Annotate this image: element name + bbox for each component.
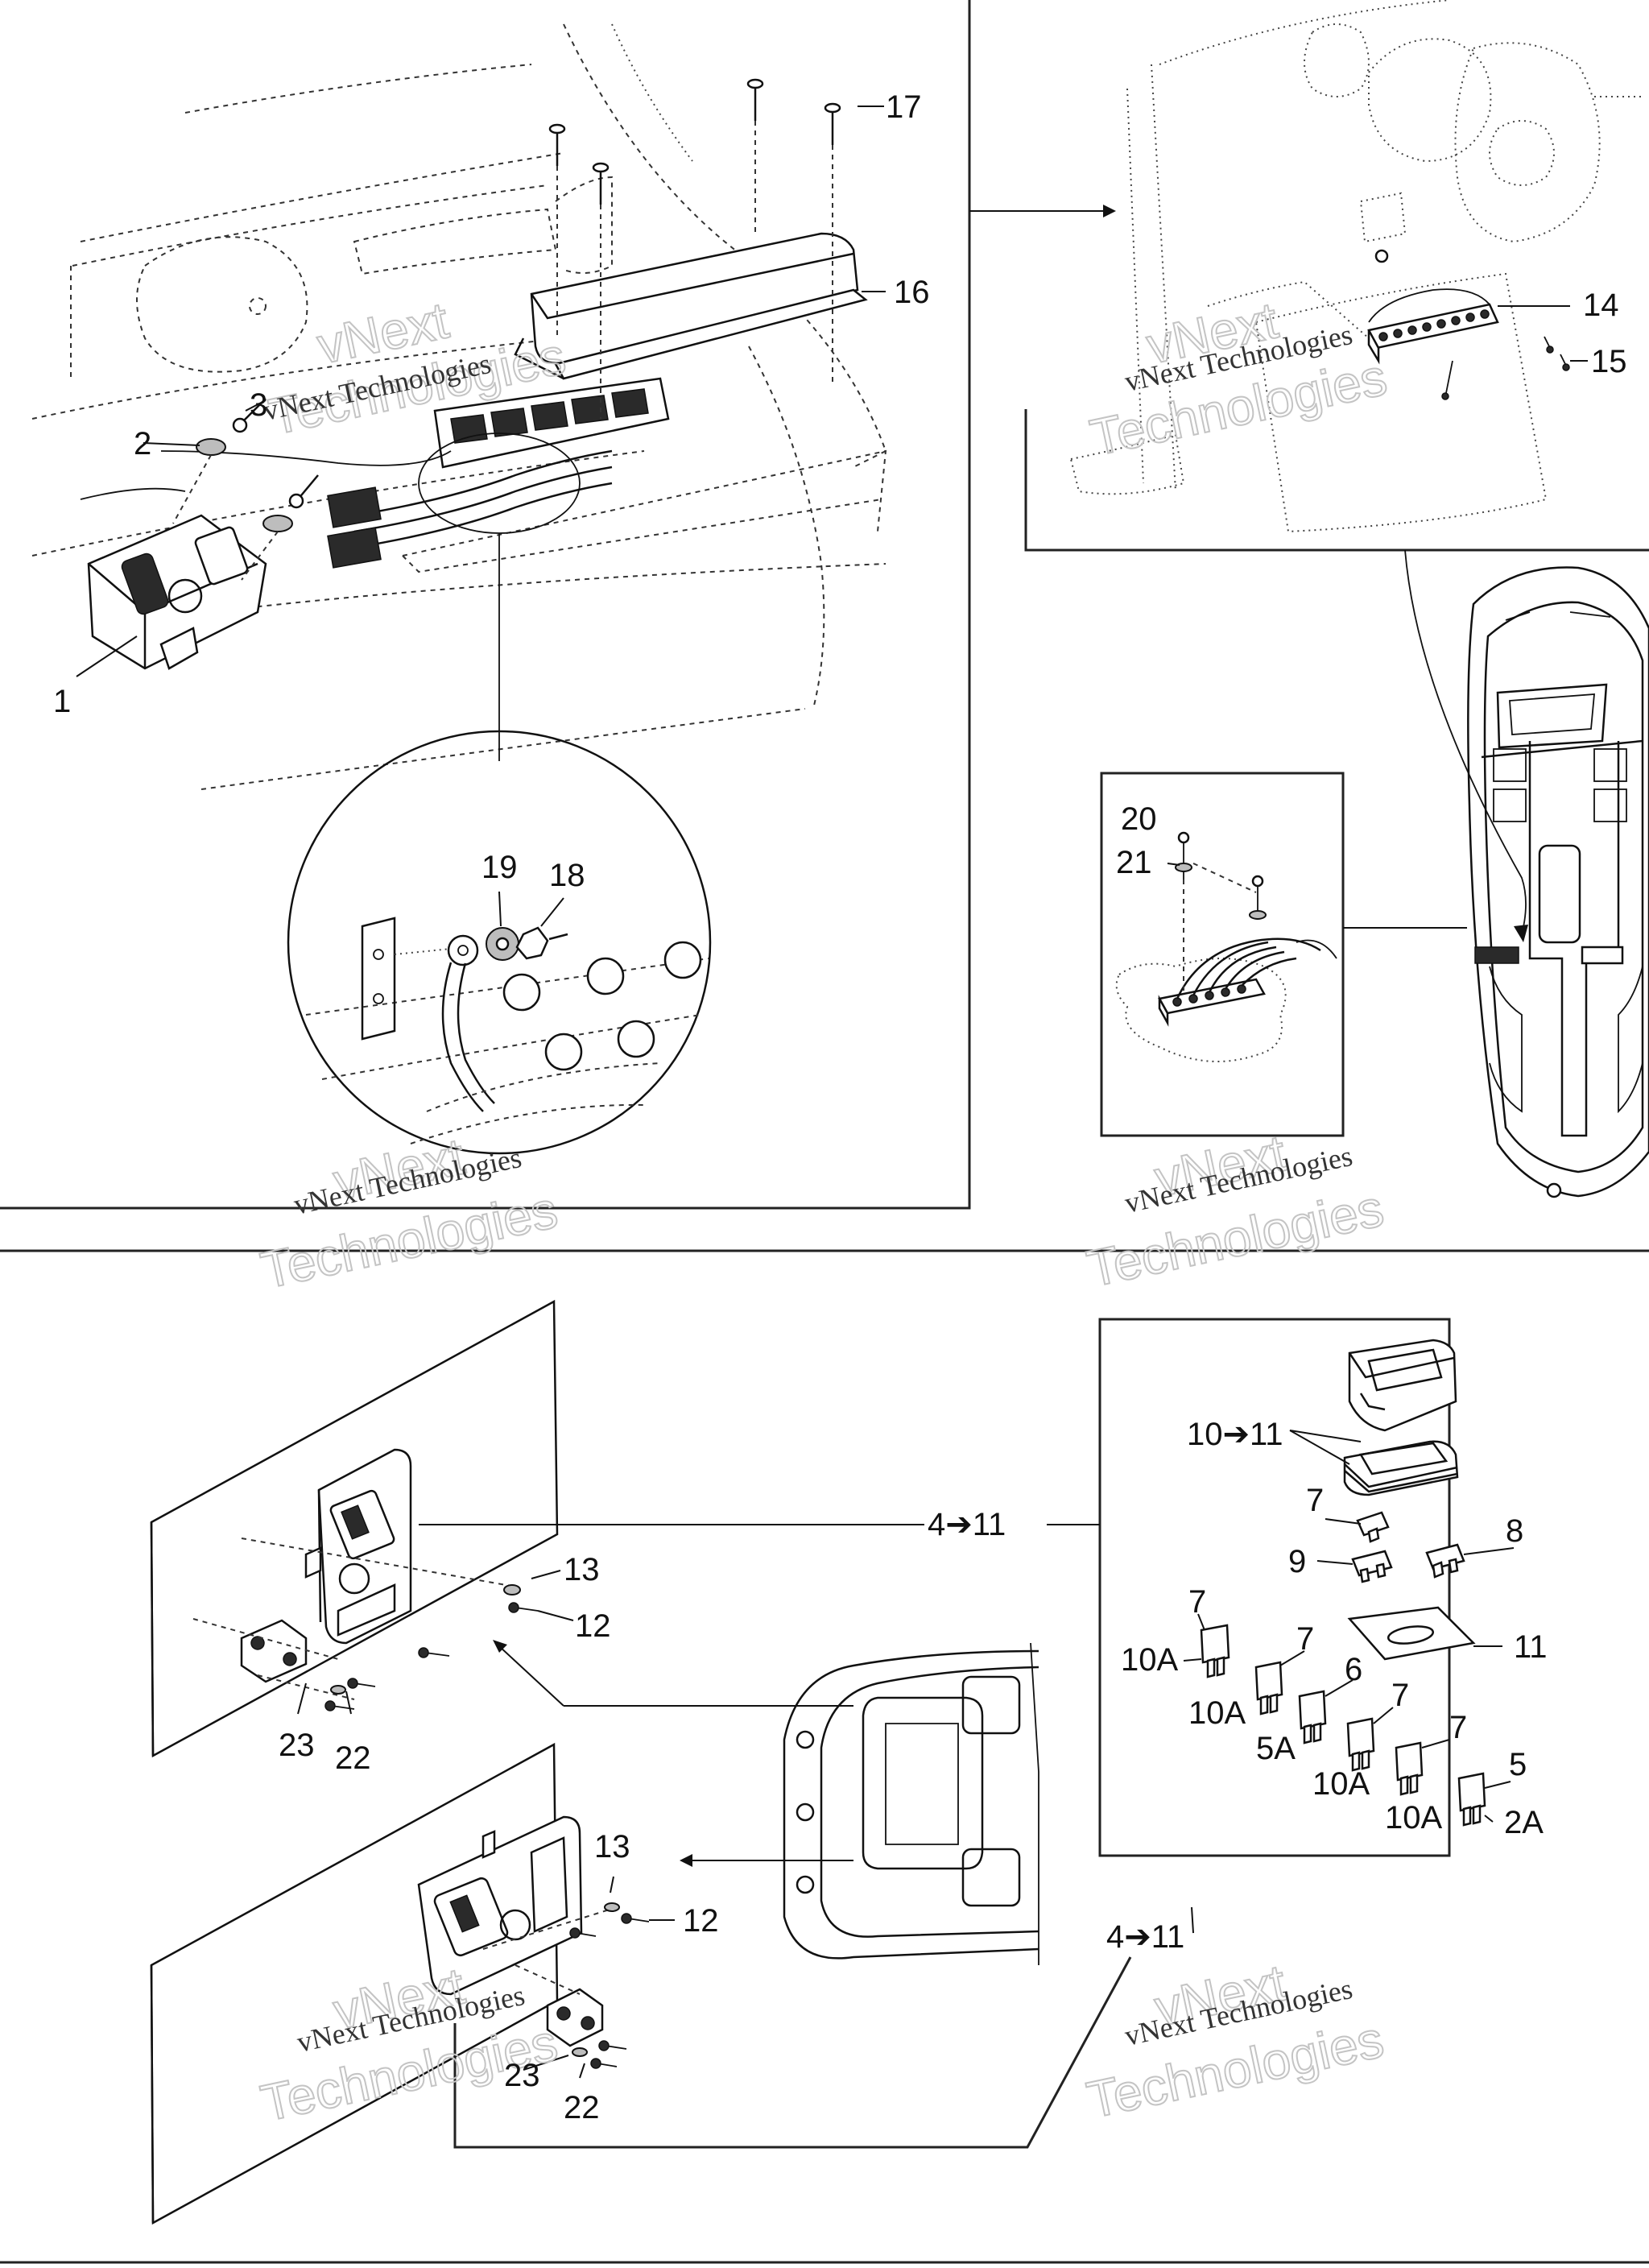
callout-4-11-upper: 4➔11 (928, 1507, 1006, 1542)
fuse-rating-2: 10A (1188, 1695, 1246, 1731)
fuse-8 (1425, 1543, 1465, 1579)
terminal-block (433, 377, 670, 469)
fuse-rating-5: 10A (1385, 1800, 1442, 1836)
craft-partial-view (493, 1640, 1039, 1965)
callout-11: 11 (1514, 1629, 1548, 1665)
callout-labels: 17 16 3 2 1 19 18 14 15 20 21 4➔11 13 12… (53, 89, 1627, 2125)
callout-7-d: 7 (1449, 1710, 1467, 1745)
callout-9: 9 (1288, 1544, 1306, 1579)
callout-22-upper: 22 (335, 1740, 371, 1776)
dashboard-view (969, 0, 1643, 533)
fuse-box-cover (1348, 1339, 1457, 1432)
fuse-box-seal (1343, 1440, 1459, 1496)
connector-cover (514, 232, 868, 380)
callout-23-upper: 23 (279, 1728, 315, 1763)
console-assembly-view (31, 23, 887, 790)
fuse-rating-3: 5A (1256, 1731, 1296, 1766)
callout-13-lower: 13 (594, 1829, 630, 1864)
terminal-strip-detail (1115, 831, 1337, 1062)
callout-22-lower: 22 (564, 2090, 600, 2125)
mounting-plate-11 (1347, 1606, 1476, 1661)
callout-14: 14 (1583, 288, 1619, 323)
callout-12-lower: 12 (683, 1903, 719, 1939)
callout-13-upper: 13 (564, 1552, 600, 1587)
watermark-bottom-left: vNext Technologies vNext Technologies (255, 1956, 563, 2133)
blade-fuse-6 (1457, 1772, 1486, 1827)
boat-top-view (1343, 549, 1649, 1198)
callout-2: 2 (134, 426, 151, 461)
callout-23-lower: 23 (504, 2058, 540, 2093)
terminal-bar-screws (1378, 309, 1490, 341)
fastener-2-3 (172, 398, 319, 581)
watermark-middle-left: vNext Technologies vNext Technologies (255, 1126, 563, 1300)
callout-20: 20 (1121, 801, 1157, 837)
blade-fuse-5 (1395, 1741, 1424, 1796)
terminal-bar-14 (1367, 288, 1499, 365)
callout-12-upper: 12 (575, 1608, 611, 1644)
callout-7-top: 7 (1306, 1483, 1324, 1518)
callout-7-a: 7 (1188, 1584, 1206, 1620)
callout-4-11-lower: 4➔11 (1106, 1919, 1184, 1955)
callout-19: 19 (481, 850, 518, 885)
callout-7-b: 7 (1296, 1621, 1314, 1657)
callout-21: 21 (1116, 845, 1152, 880)
callout-17: 17 (886, 89, 922, 125)
fuse-box-mount-upper (150, 1299, 1100, 1758)
watermark-top-right: vNext Technologies vNext Technologies (1085, 290, 1392, 467)
callout-6: 6 (1345, 1652, 1362, 1687)
callout-10-11: 10➔11 (1187, 1417, 1283, 1452)
blade-fuse-2 (1254, 1661, 1283, 1715)
screw-17-group (548, 78, 841, 419)
callout-5: 5 (1509, 1747, 1527, 1782)
ground-stud-detail (287, 730, 712, 1155)
fuse-rating-4: 10A (1312, 1766, 1370, 1802)
fuse-box-mount-lower (150, 1742, 675, 2225)
callout-18: 18 (549, 858, 585, 893)
callout-3: 3 (250, 387, 267, 423)
callout-7-c: 7 (1391, 1678, 1409, 1713)
fuse-rating-6: 2A (1504, 1805, 1544, 1840)
fuse-box-exploded (1183, 1339, 1515, 1934)
watermark-bottom-right: vNext Technologies vNext Technologies (1081, 1952, 1389, 2129)
blade-fuse-3 (1298, 1690, 1327, 1744)
callout-8: 8 (1506, 1513, 1523, 1549)
relay-module (87, 514, 267, 670)
leaders-top-left (76, 106, 886, 677)
fuse-rating-1: 10A (1121, 1642, 1178, 1678)
callout-15: 15 (1591, 344, 1627, 379)
fuse-9 (1351, 1550, 1393, 1583)
callout-16: 16 (894, 275, 930, 310)
blade-fuse-1 (1200, 1624, 1230, 1678)
fuse-7-top (1356, 1511, 1390, 1543)
callout-1: 1 (53, 684, 71, 719)
terminal-nuts (502, 941, 702, 1071)
blade-fuse-4 (1346, 1717, 1375, 1772)
watermark-middle-right: vNext Technologies vNext Technologies (1081, 1123, 1389, 1298)
